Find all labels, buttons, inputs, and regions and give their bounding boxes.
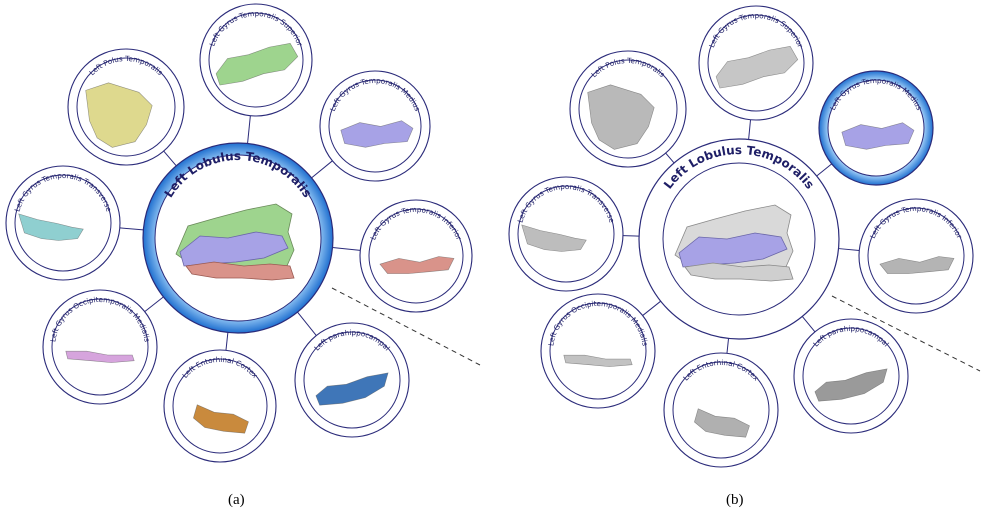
region-shape-occipitotemporalis <box>563 354 633 367</box>
connector-superior <box>748 119 752 140</box>
region-shape-occipitotemporalis <box>65 350 135 363</box>
center-composite-shape <box>674 204 794 282</box>
node-entorhinal[interactable]: Left Entorhinal Cortex <box>163 349 277 463</box>
connector-transverse <box>119 227 144 231</box>
dashed-guide-line <box>831 295 981 372</box>
node-inferior[interactable]: Left Gyrus Temporalis Inferior <box>359 199 473 313</box>
region-shape-medius <box>340 120 414 148</box>
region-shape-transverse <box>521 224 587 252</box>
connector-entorhinal <box>225 332 229 351</box>
region-shape-superior <box>215 42 299 86</box>
node-polus[interactable]: Left Polus Temporalis <box>569 50 687 168</box>
center-node-lobulus-temporalis[interactable]: Left Lobulus Temporalis <box>142 142 334 334</box>
region-shape-polus <box>85 82 153 148</box>
connector-medius <box>816 163 833 177</box>
node-polus[interactable]: Left Polus Temporalis <box>67 48 185 166</box>
node-transverse[interactable]: Left Gyrus Temporalis Transverse <box>508 176 624 292</box>
connector-inferior <box>838 248 860 252</box>
node-entorhinal[interactable]: Left Entorhinal Cortex <box>663 352 779 468</box>
connector-parahippocampal <box>801 316 816 333</box>
center-node-lobulus-temporalis[interactable]: Left Lobulus Temporalis <box>638 138 840 340</box>
region-shape-parahippocampal <box>814 368 888 402</box>
node-superior[interactable]: Left Gyrus Temporalis Superior <box>698 5 814 121</box>
connector-superior <box>247 115 251 144</box>
node-inferior[interactable]: Left Gyrus Temporalis Inferior <box>858 198 974 314</box>
region-shape-inferior <box>879 256 955 274</box>
region-shape-entorhinal <box>694 408 750 438</box>
node-parahippocampal[interactable]: Left parahippocampal <box>294 322 410 438</box>
connector-entorhinal <box>726 338 730 354</box>
region-shape-medius <box>841 122 915 150</box>
connector-polus <box>665 152 675 164</box>
connector-inferior <box>332 247 361 251</box>
region-shape-parahippocampal <box>315 372 389 406</box>
node-superior[interactable]: Left Gyrus Temporalis Superior <box>199 3 313 117</box>
node-occipitotemporalis[interactable]: Left Gyrus Occipitemporalis Medialis <box>42 289 158 405</box>
connector-polus <box>163 150 177 167</box>
node-medius[interactable]: Left Gyrus Temporalis Medius <box>319 70 431 182</box>
connector-occipitotemporalis <box>144 296 164 313</box>
caption-a: (a) <box>228 492 245 508</box>
region-shape-polus <box>587 84 655 150</box>
region-shape-inferior <box>379 256 455 274</box>
region-shape-transverse <box>18 213 84 241</box>
region-shape-superior <box>715 45 799 89</box>
region-shape-entorhinal <box>193 404 249 434</box>
connector-occipitotemporalis <box>642 300 662 316</box>
center-composite-shape <box>175 203 295 281</box>
caption-b: (b) <box>726 492 744 508</box>
dashed-guide-line <box>331 287 481 366</box>
node-transverse[interactable]: Left Gyrus Temporalis Transverse <box>5 165 121 281</box>
connector-medius <box>311 160 333 179</box>
node-occipitotemporalis[interactable]: Left Gyrus Occipitemporalis Medialis <box>540 293 656 409</box>
connector-parahippocampal <box>297 311 317 336</box>
node-parahippocampal[interactable]: Left parahippocampal <box>793 318 909 434</box>
node-medius[interactable]: Left Gyrus Temporalis Medius <box>818 70 934 186</box>
